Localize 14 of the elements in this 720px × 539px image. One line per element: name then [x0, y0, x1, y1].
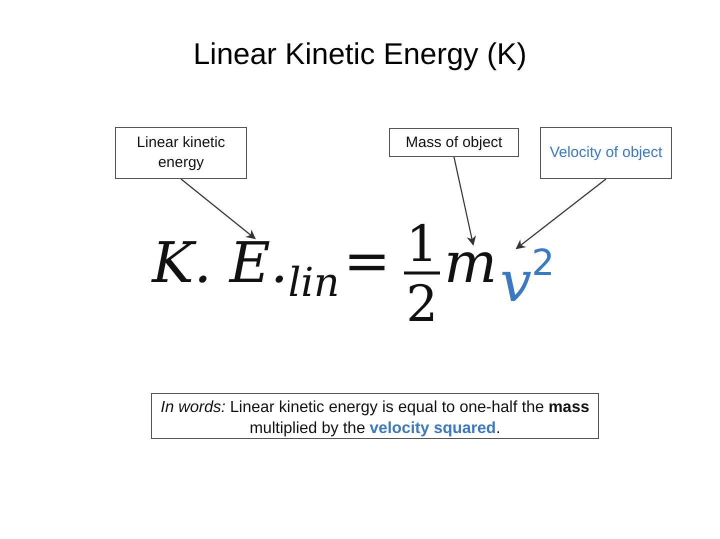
formula-term: K. E.$_{lin}$	[152, 232, 340, 315]
formula-term: m	[444, 232, 498, 296]
title: Linear Kinetic Energy (K)	[192, 38, 528, 72]
callout-box: Velocity of object	[540, 127, 672, 179]
explanation-box: In words: Linear kinetic energy is equal to one-half the mass multiplied by the velocity squared.	[151, 393, 599, 439]
fraction-denominator: 2	[405, 278, 439, 330]
callout-box: Linear kinetic energy	[115, 127, 247, 179]
leader-arrow	[516, 178, 606, 250]
equals-sign: =	[342, 236, 392, 288]
leader-arrow	[180, 178, 256, 240]
callout-box: Mass of object	[389, 128, 519, 157]
fraction-numerator: 1	[405, 218, 439, 270]
leader-arrow	[453, 156, 476, 246]
formula-term: v$^{2}$	[500, 232, 555, 315]
